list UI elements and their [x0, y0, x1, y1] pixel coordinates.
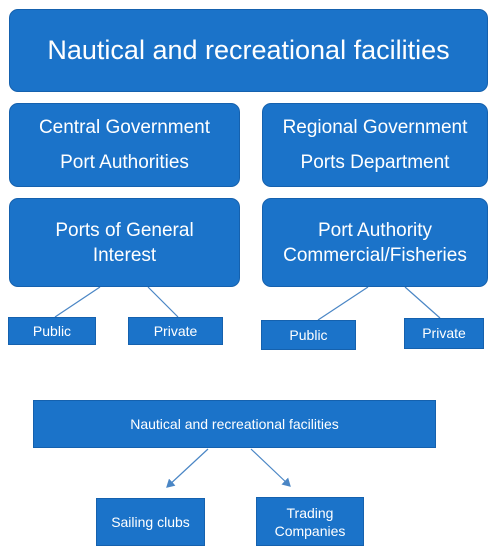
top-title-box: Nautical and recreational facilities [9, 9, 488, 92]
sailing-clubs-label: Sailing clubs [111, 513, 190, 530]
sailing-clubs-box: Sailing clubs [96, 498, 205, 546]
regional-government-box: Regional Government Ports Department [262, 103, 488, 187]
port-authority-line2: Commercial/Fisheries [283, 244, 467, 266]
ports-general-interest-line2: Interest [92, 244, 157, 266]
port-authority-line1: Port Authority [317, 219, 433, 241]
ports-general-interest-line1: Ports of General [55, 219, 194, 241]
central-government-line2: Port Authorities [60, 152, 189, 173]
connector-central-public [54, 286, 101, 318]
central-government-line1: Central Government [38, 117, 211, 138]
regional-public-box: Public [261, 320, 356, 350]
central-private-label: Private [153, 322, 198, 339]
regional-government-line1: Regional Government [282, 117, 468, 138]
trading-companies-line1: Trading [286, 504, 334, 521]
central-public-box: Public [8, 317, 96, 345]
bottom-title-text: Nautical and recreational facilities [130, 415, 339, 432]
regional-private-label: Private [422, 325, 466, 342]
arrow-to-trading-companies [250, 448, 291, 487]
connector-regional-private [404, 286, 441, 319]
connector-central-private [147, 286, 179, 318]
trading-companies-box: Trading Companies [256, 497, 364, 546]
port-authority-commercial-box: Port Authority Commercial/Fisheries [262, 198, 488, 287]
regional-public-label: Public [289, 326, 328, 343]
bottom-title-box: Nautical and recreational facilities [33, 400, 436, 448]
arrow-to-sailing-clubs [166, 448, 209, 488]
top-title-text: Nautical and recreational facilities [47, 34, 450, 65]
ports-general-interest-box: Ports of General Interest [9, 198, 240, 287]
trading-companies-line2: Companies [274, 522, 346, 539]
central-private-box: Private [128, 317, 223, 345]
central-public-label: Public [32, 322, 72, 339]
connector-regional-public [317, 286, 369, 321]
central-government-box: Central Government Port Authorities [9, 103, 240, 187]
regional-private-box: Private [404, 318, 484, 349]
regional-government-line2: Ports Department [300, 152, 450, 173]
